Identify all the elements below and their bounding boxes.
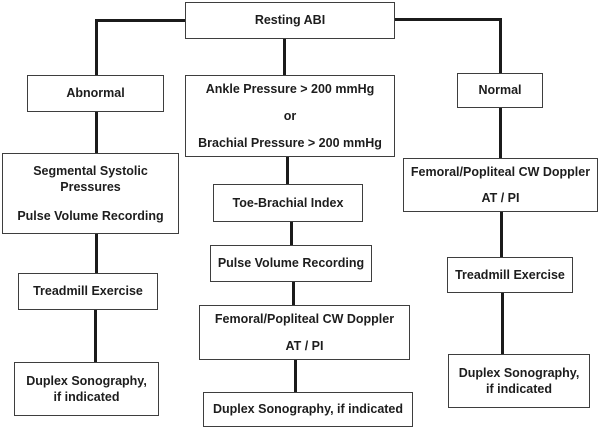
node-resting-abi: Resting ABI (185, 2, 395, 39)
node-duplex-middle-label: Duplex Sonography, if indicated (212, 402, 404, 417)
node-abnormal: Abnormal (27, 75, 164, 112)
node-pulse-volume-recording: Pulse Volume Recording (210, 245, 372, 282)
connector-treadmill-to-duplex-right (501, 292, 504, 355)
connector-treadmill-to-duplex-left (94, 309, 97, 363)
node-brachial-pressure-line: Brachial Pressure > 200 mmHg (198, 136, 382, 151)
connector-femoral-to-treadmill-right (500, 211, 503, 258)
node-resting-abi-label: Resting ABI (254, 13, 326, 28)
node-segmental-systolic-pressures: Segmental Systolic Pressures Pulse Volum… (2, 153, 179, 234)
node-femoral-popliteal-doppler-right: Femoral/Popliteal CW Doppler AT / PI (403, 158, 598, 212)
node-at-pi-middle-line: AT / PI (285, 338, 324, 353)
connector-pvr-to-femoral-middle (292, 281, 295, 306)
node-normal-label: Normal (478, 83, 522, 98)
connector-segmental-to-treadmill (95, 233, 98, 274)
connector-root-to-left-vertical (95, 19, 98, 76)
connector-femoral-to-duplex-middle (294, 359, 297, 393)
node-normal: Normal (457, 73, 543, 108)
node-at-pi-right-line: AT / PI (481, 191, 520, 205)
connector-abnormal-to-segmental (95, 111, 98, 154)
node-duplex-sonography-left: Duplex Sonography, if indicated (14, 362, 159, 416)
node-treadmill-exercise-left: Treadmill Exercise (18, 273, 158, 310)
node-ankle-brachial-pressure: Ankle Pressure > 200 mmHg or Brachial Pr… (185, 75, 395, 157)
node-abnormal-label: Abnormal (66, 86, 125, 101)
node-or-line: or (283, 108, 297, 123)
node-femoral-popliteal-doppler-middle: Femoral/Popliteal CW Doppler AT / PI (199, 305, 410, 360)
connector-normal-to-femoral (499, 107, 502, 159)
node-toe-brachial-label: Toe-Brachial Index (232, 195, 344, 210)
node-duplex-sonography-right: Duplex Sonography, if indicated (448, 354, 590, 408)
node-pvr-label: Pulse Volume Recording (217, 256, 365, 271)
connector-root-to-middle (283, 38, 286, 76)
node-duplex-right-label: Duplex Sonography, if indicated (458, 365, 580, 396)
node-ankle-pressure-line: Ankle Pressure > 200 mmHg (205, 81, 375, 96)
node-femoral-middle-line: Femoral/Popliteal CW Doppler (214, 312, 395, 327)
node-treadmill-left-label: Treadmill Exercise (33, 284, 143, 299)
connector-root-to-right-vertical (499, 18, 502, 74)
connector-root-to-right-horizontal (394, 18, 502, 21)
node-treadmill-exercise-right: Treadmill Exercise (447, 257, 573, 293)
node-toe-brachial-index: Toe-Brachial Index (213, 184, 363, 222)
connector-pressure-to-toe-brachial (286, 156, 289, 185)
node-pvr-line: Pulse Volume Recording (17, 209, 164, 224)
node-femoral-right-line: Femoral/Popliteal CW Doppler (410, 164, 591, 179)
connector-toe-brachial-to-pvr (290, 221, 293, 246)
connector-root-to-left-horizontal (95, 19, 188, 22)
node-duplex-sonography-middle: Duplex Sonography, if indicated (203, 392, 413, 427)
node-duplex-left-label: Duplex Sonography, if indicated (26, 373, 147, 404)
node-treadmill-right-label: Treadmill Exercise (455, 267, 565, 282)
node-segmental-line: Segmental Systolic Pressures (33, 163, 148, 194)
